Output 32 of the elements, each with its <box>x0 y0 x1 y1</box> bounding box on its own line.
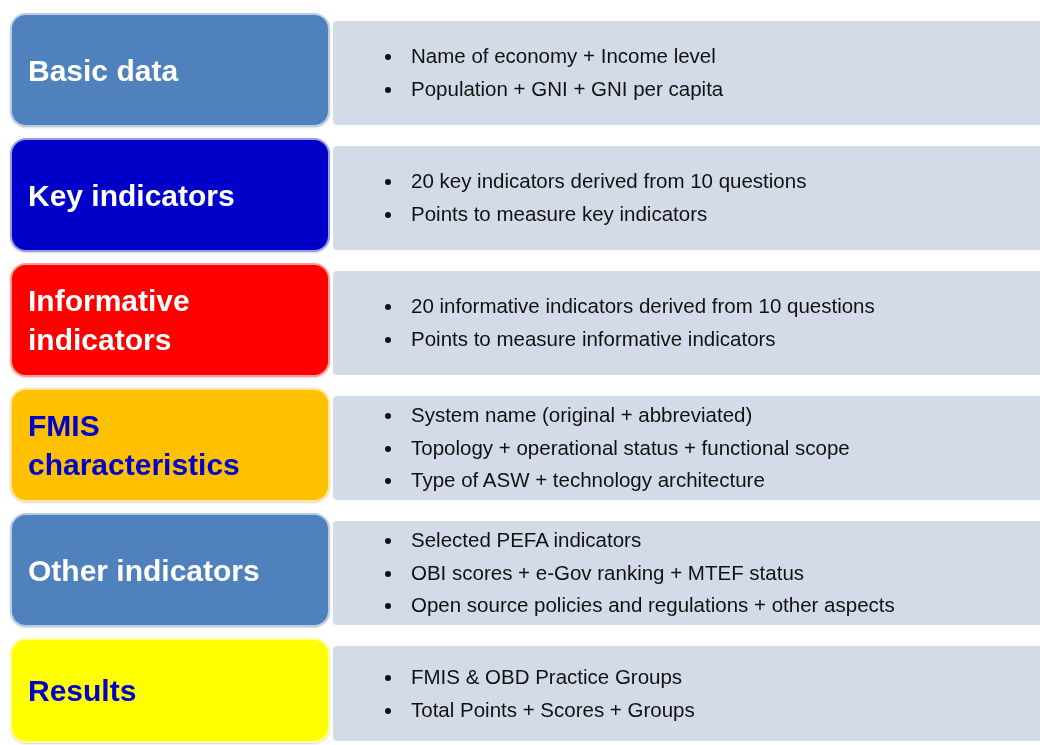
category-title: Informative indicators <box>28 283 191 358</box>
category-box <box>10 388 330 502</box>
bullet-item: Points to measure informative indicators <box>411 326 1040 353</box>
bullet-item: OBI scores + e-Gov ranking + MTEF status <box>411 559 1040 587</box>
category-title: Basic data <box>28 52 179 89</box>
category-box <box>10 263 330 377</box>
bullet-item: 20 key indicators derived from 10 questions <box>411 168 1040 195</box>
category-box <box>10 13 330 127</box>
category-box <box>10 638 330 743</box>
category-title: Other indicators <box>28 552 260 589</box>
bullet-item: Points to measure key indicators <box>411 201 1040 228</box>
bullet-item: Type of ASW + technology architecture <box>411 467 1040 494</box>
details-panel <box>333 271 1040 375</box>
category-title: FMIS characteristics <box>28 408 241 483</box>
category-title: Key indicators <box>28 177 235 214</box>
details-panel <box>333 646 1040 741</box>
bullet-item: Total Points + Scores + Groups <box>411 696 1040 724</box>
bullet-item: System name (original + abbreviated) <box>411 402 1040 429</box>
category-title: Results <box>28 673 137 709</box>
category-box <box>10 138 330 252</box>
category-box <box>10 513 330 627</box>
bullet-item: Population + GNI + GNI per capita <box>411 76 1040 103</box>
bullet-item: 20 informative indicators derived from 10 questions <box>411 293 1040 320</box>
details-panel <box>333 146 1040 250</box>
bullet-item: Name of economy + Income level <box>411 43 1040 70</box>
details-panel <box>333 521 1040 625</box>
details-panel <box>333 396 1040 500</box>
bullet-item: Open source policies and regulations + other aspects <box>411 592 1040 619</box>
bullet-item: FMIS & OBD Practice Groups <box>411 663 1040 691</box>
bullet-item: Selected PEFA indicators <box>411 527 1040 554</box>
bullet-item: Topology + operational status + functional scope <box>411 434 1040 462</box>
details-panel <box>333 21 1040 125</box>
